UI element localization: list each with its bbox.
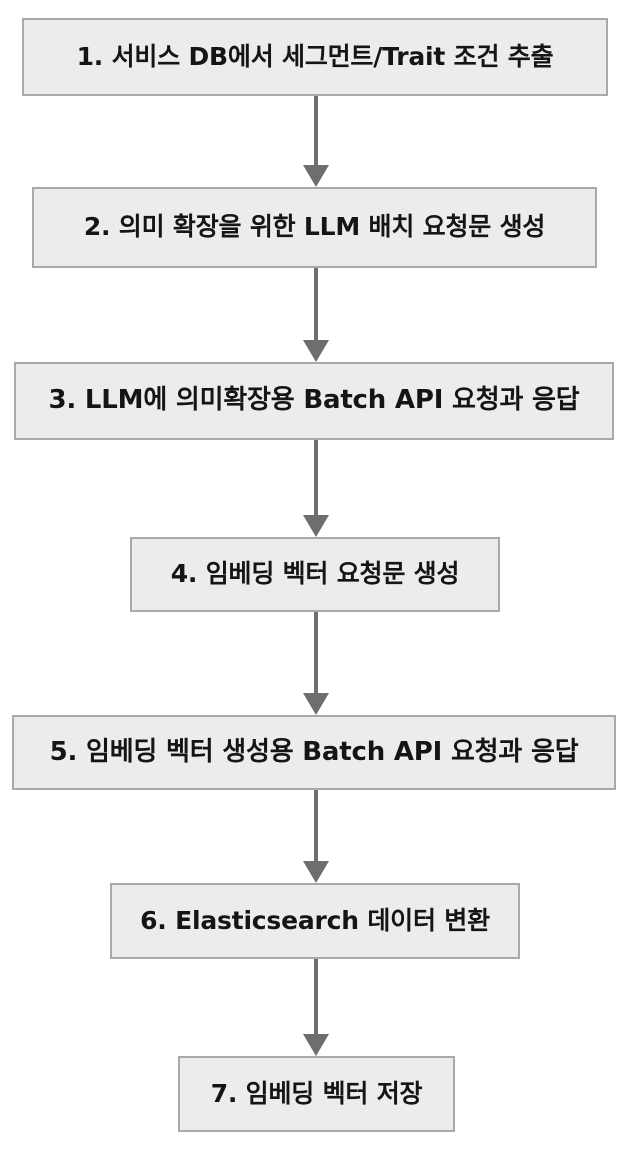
flowchart-node-label: 4. 임베딩 벡터 요청문 생성 <box>170 559 460 589</box>
flowchart-arrow-step-4-to-step-5 <box>303 612 329 715</box>
arrow-head-down-icon <box>303 515 329 537</box>
arrow-head-down-icon <box>303 861 329 883</box>
arrow-stem <box>314 268 318 340</box>
flowchart-node-label: 3. LLM에 의미확장용 Batch API 요청과 응답 <box>48 385 580 416</box>
arrow-stem <box>314 959 318 1034</box>
flowchart-node-step-5[interactable]: 5. 임베딩 벡터 생성용 Batch API 요청과 응답 <box>12 715 616 790</box>
arrow-head-down-icon <box>303 340 329 362</box>
flowchart-node-step-6[interactable]: 6. Elasticsearch 데이터 변환 <box>110 883 520 959</box>
arrow-stem <box>314 96 318 165</box>
flowchart-arrow-step-3-to-step-4 <box>303 440 329 537</box>
flowchart-node-step-7[interactable]: 7. 임베딩 벡터 저장 <box>178 1056 455 1132</box>
flowchart-arrow-step-2-to-step-3 <box>303 268 329 362</box>
flowchart-node-step-1[interactable]: 1. 서비스 DB에서 세그먼트/Trait 조건 추출 <box>22 18 608 96</box>
arrow-stem <box>314 440 318 515</box>
arrow-stem <box>314 790 318 861</box>
flowchart-node-step-2[interactable]: 2. 의미 확장을 위한 LLM 배치 요청문 생성 <box>32 187 597 268</box>
flowchart-node-label: 6. Elasticsearch 데이터 변환 <box>140 905 490 935</box>
arrow-head-down-icon <box>303 1034 329 1056</box>
arrow-head-down-icon <box>303 693 329 715</box>
flowchart-arrow-step-5-to-step-6 <box>303 790 329 883</box>
flowchart-arrow-step-6-to-step-7 <box>303 959 329 1056</box>
flowchart-node-label: 5. 임베딩 벡터 생성용 Batch API 요청과 응답 <box>49 736 579 767</box>
flowchart-node-step-3[interactable]: 3. LLM에 의미확장용 Batch API 요청과 응답 <box>14 362 614 440</box>
flowchart-node-label: 2. 의미 확장을 위한 LLM 배치 요청문 생성 <box>83 212 546 242</box>
arrow-head-down-icon <box>303 165 329 187</box>
flowchart-arrow-step-1-to-step-2 <box>303 96 329 187</box>
flowchart-node-label: 1. 서비스 DB에서 세그먼트/Trait 조건 추출 <box>76 41 554 71</box>
flowchart-node-label: 7. 임베딩 벡터 저장 <box>210 1078 423 1108</box>
flowchart-node-step-4[interactable]: 4. 임베딩 벡터 요청문 생성 <box>130 537 500 612</box>
arrow-stem <box>314 612 318 693</box>
